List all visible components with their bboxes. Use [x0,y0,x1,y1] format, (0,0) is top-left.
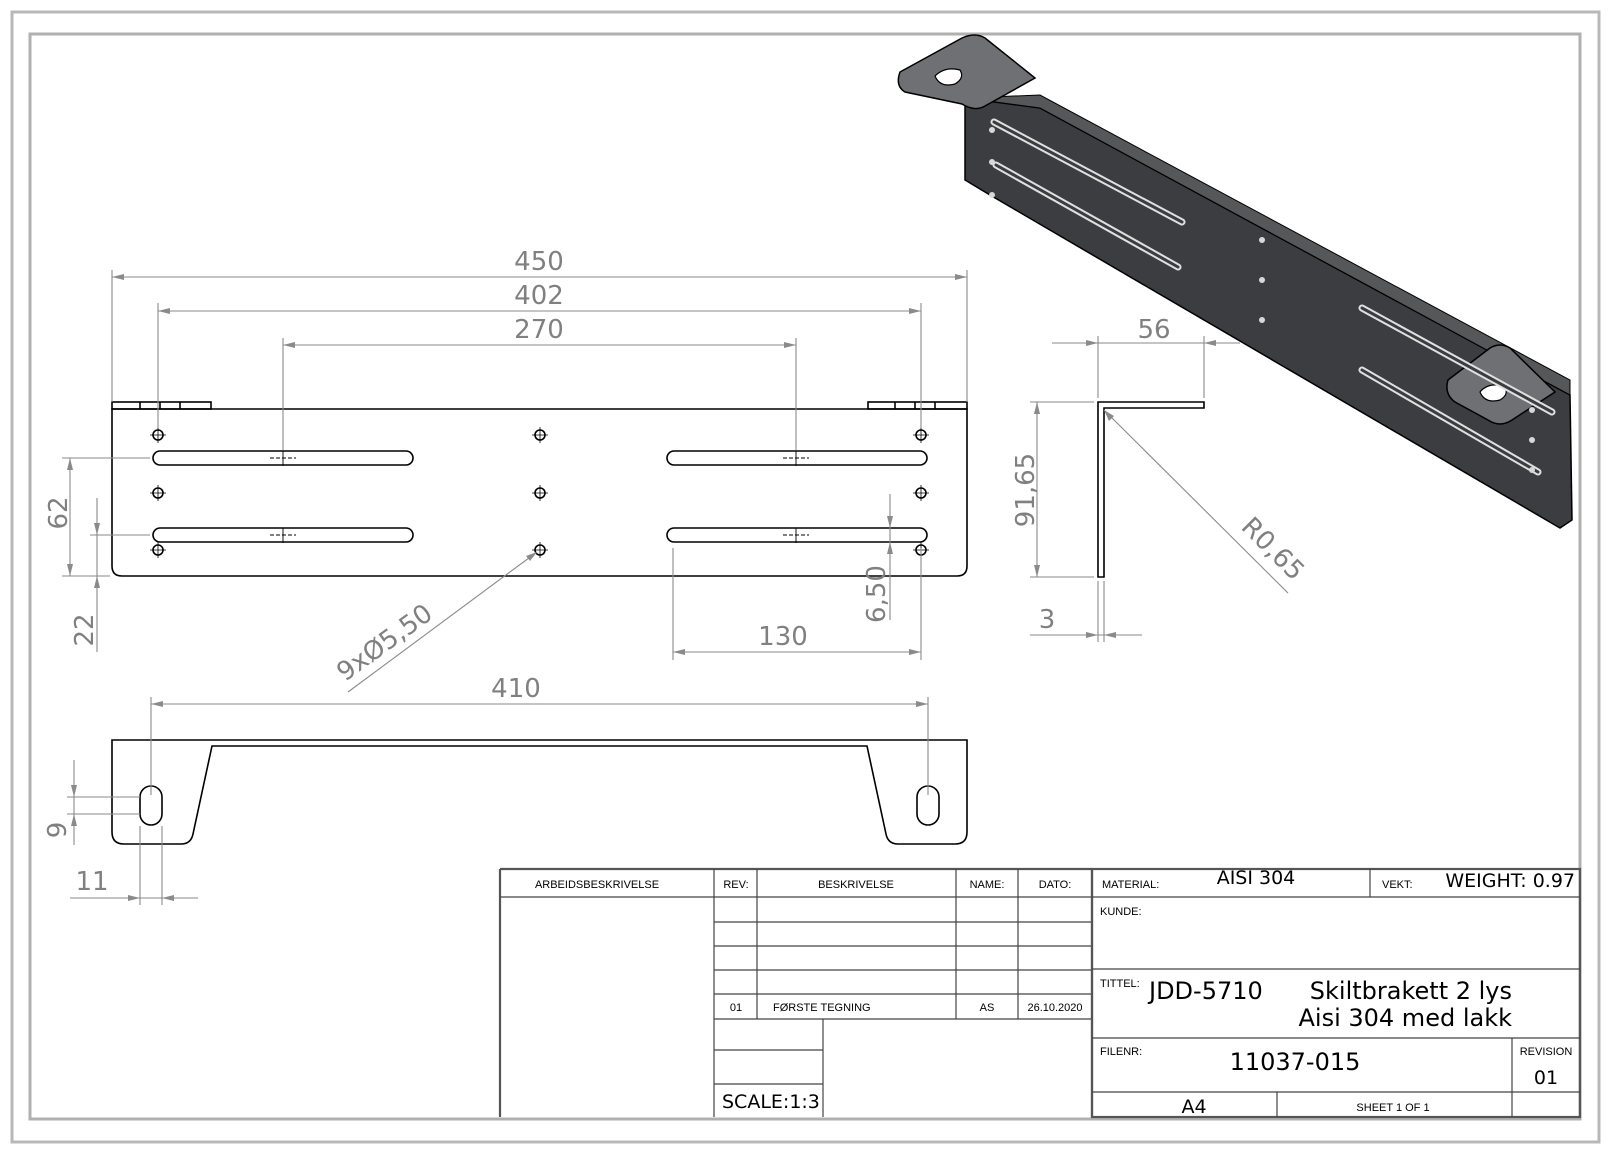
dim-slot-length: 130 [758,622,808,652]
label-name: NAME: [970,879,1005,891]
label-file-no: FILENR: [1100,1046,1142,1058]
outer-border [10,10,1601,1144]
top-view-dimensions: 410 9 11 [43,674,929,905]
dim-slot-offset: 22 [70,613,100,646]
isometric-view [897,34,1573,529]
front-view [111,401,968,577]
dim-hole-span: 402 [514,281,564,311]
rev-row-date: 26.10.2020 [1027,1002,1082,1014]
scale-value: SCALE:1:3 [722,1091,820,1113]
file-no-value: 11037-015 [1230,1048,1361,1076]
dim-side-height: 91,65 [1011,453,1041,527]
dim-hole-center-span: 410 [491,674,541,704]
dim-overall-length: 450 [514,247,564,277]
side-view-dimensions: 56 91,65 R0,65 3 [1011,315,1310,642]
label-revision: REVISION [1520,1046,1573,1058]
label-rev: REV: [723,879,748,891]
material-value: AISI 304 [1217,867,1296,889]
label-title: TITTEL: [1100,978,1140,990]
inner-border [28,32,1582,1121]
dim-flange-width: 56 [1137,315,1170,345]
label-customer: KUNDE: [1100,906,1142,918]
dim-top-slot-length: 9 [43,822,73,839]
weight-value: WEIGHT: 0.97 [1445,870,1575,892]
label-work-description: ARBEIDSBESKRIVELSE [535,879,659,891]
title-line-2: Aisi 304 med lakk [1298,1004,1512,1032]
label-weight: VEKT: [1382,879,1413,891]
title-code: JDD-5710 [1147,977,1263,1005]
front-view-dimensions: 450 402 270 62 22 9xØ5,50 6,50 130 [44,247,968,693]
revision-value: 01 [1534,1067,1558,1089]
title-line-1: Skiltbrakett 2 lys [1310,977,1512,1005]
label-description: BESKRIVELSE [818,879,894,891]
dim-top-slot-width: 11 [75,867,108,897]
label-material: MATERIAL: [1102,879,1159,891]
label-sheet: SHEET 1 OF 1 [1356,1102,1429,1114]
side-view [1097,401,1205,578]
dim-radius: R0,65 [1235,512,1310,587]
paper-size: A4 [1181,1096,1206,1118]
label-date: DATO: [1039,879,1072,891]
dim-height: 62 [44,496,74,529]
rev-row-name: AS [980,1002,995,1014]
title-block: ARBEIDSBESKRIVELSE REV: BESKRIVELSE NAME… [498,867,1582,1119]
dim-thickness: 3 [1039,605,1056,635]
rev-row-description: FØRSTE TEGNING [773,1002,871,1014]
top-view [111,739,968,845]
rev-row-rev: 01 [730,1002,742,1014]
dim-slot-center-span: 270 [514,315,564,345]
dim-holes-callout: 9xØ5,50 [331,599,438,688]
dim-slot-width: 6,50 [862,565,892,623]
